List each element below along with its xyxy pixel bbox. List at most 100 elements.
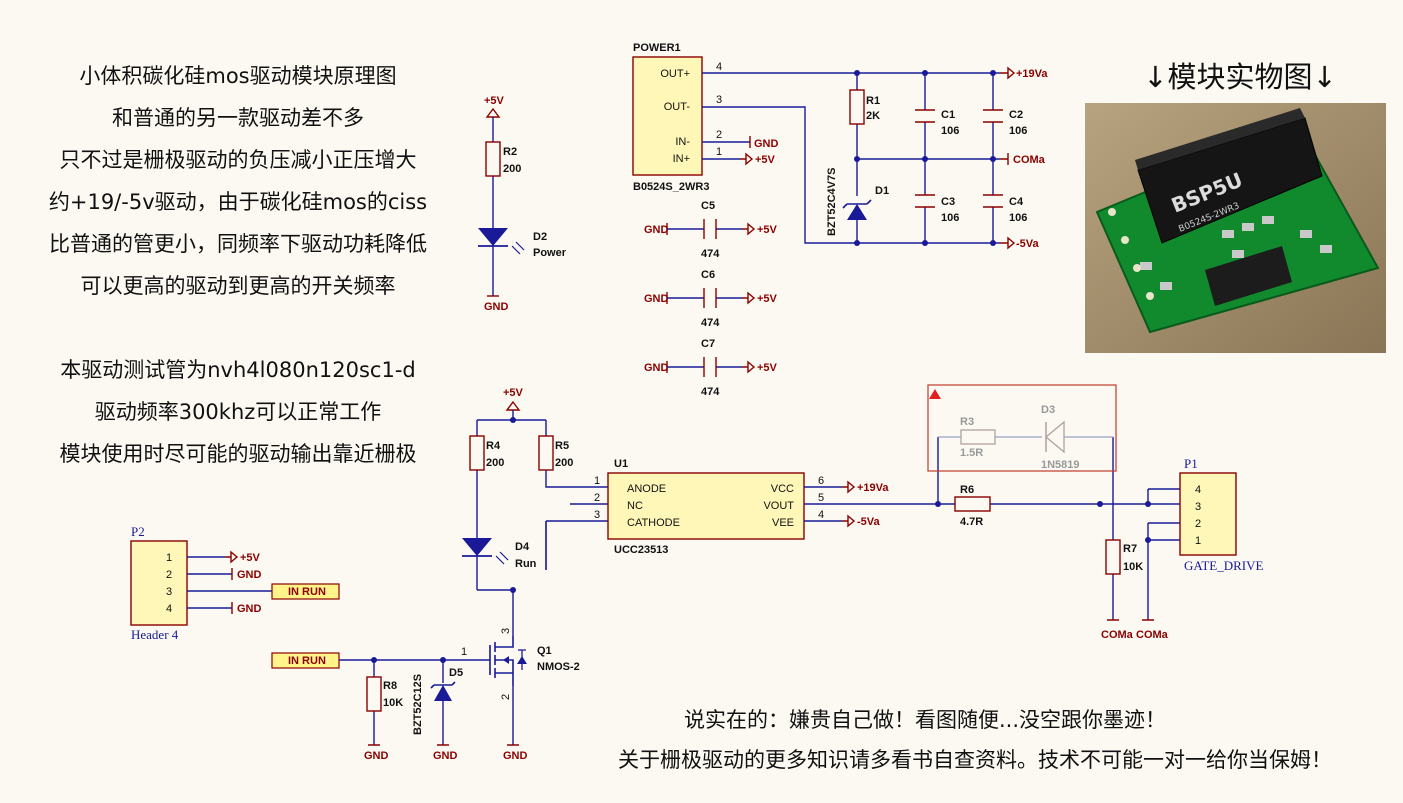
svg-text:C5: C5 — [701, 200, 715, 212]
r7-resistor: R7 10K COMa COMa — [1101, 488, 1180, 641]
svg-text:4: 4 — [1195, 484, 1201, 496]
svg-text:GND: GND — [484, 301, 509, 313]
svg-text:106: 106 — [941, 125, 959, 137]
p2-header4: P2 1 2 3 4 Header 4 +5V GND GND IN RUN — [130, 524, 340, 642]
note-line: 模块使用时尽可能的驱动输出靠近栅极 — [59, 442, 417, 466]
svg-text:3: 3 — [716, 94, 722, 106]
svg-text:1N5819: 1N5819 — [1041, 459, 1080, 471]
net-coma-top: COMa — [1000, 153, 1046, 166]
module-photo: BSP5U B0524S-2WR3 — [1085, 103, 1386, 353]
net-gnd-power1: GND — [749, 136, 779, 150]
svg-text:200: 200 — [503, 163, 521, 175]
note-line: 比普通的管更小，同频率下驱动功耗降低 — [49, 232, 427, 256]
svg-text:VOUT: VOUT — [763, 500, 794, 512]
svg-text:5: 5 — [818, 492, 824, 504]
svg-text:Run: Run — [515, 558, 537, 570]
d1-zener-diode: D1 BZT52C4V7S — [826, 168, 889, 236]
svg-text:10K: 10K — [383, 697, 403, 709]
svg-text:106: 106 — [1009, 125, 1027, 137]
q1-input-stage: IN RUN R8 10K D5 BZT52C12S 1 3 2 Q1 NMOS… — [271, 625, 580, 762]
svg-text:R7: R7 — [1123, 543, 1137, 555]
svg-text:OUT-: OUT- — [664, 101, 691, 113]
svg-text:2: 2 — [716, 129, 722, 141]
svg-text:4: 4 — [166, 603, 172, 615]
c4-capacitor: C4 106 — [983, 194, 1027, 224]
svg-text:2: 2 — [166, 569, 172, 581]
svg-text:B0524S_2WR3: B0524S_2WR3 — [633, 181, 709, 193]
svg-text:D3: D3 — [1041, 404, 1055, 416]
svg-text:ANODE: ANODE — [627, 483, 666, 495]
svg-text:R1: R1 — [866, 95, 880, 107]
svg-text:Q1: Q1 — [537, 645, 552, 657]
svg-text:200: 200 — [555, 457, 573, 469]
note-line: 只不过是栅极驱动的负压减小正压增大 — [59, 148, 417, 172]
svg-text:+5V: +5V — [484, 95, 505, 107]
svg-text:2: 2 — [500, 694, 512, 700]
note-line: 驱动频率300khz可以正常工作 — [94, 400, 382, 424]
svg-text:GND: GND — [364, 750, 389, 762]
c3-capacitor: C3 106 — [915, 194, 959, 224]
c7-capacitor: GND +5V C7 474 — [644, 338, 778, 398]
svg-text:4: 4 — [818, 509, 824, 521]
svg-text:3: 3 — [166, 586, 172, 598]
svg-text:474: 474 — [701, 317, 720, 329]
svg-text:4: 4 — [716, 61, 722, 73]
power-led-branch: +5V R2 200 D2 Power GND — [478, 95, 567, 313]
net-p5v-power1: +5V — [740, 152, 776, 166]
svg-text:R3: R3 — [960, 416, 974, 428]
svg-text:-5Va: -5Va — [1016, 238, 1040, 250]
svg-text:P1: P1 — [1184, 456, 1198, 471]
svg-text:6: 6 — [818, 475, 824, 487]
svg-text:3: 3 — [500, 628, 512, 634]
svg-text:R2: R2 — [503, 146, 517, 158]
svg-text:1.5R: 1.5R — [960, 447, 983, 459]
svg-text:IN RUN: IN RUN — [288, 586, 326, 598]
p1-gate-drive-header: P1 4 3 2 1 GATE_DRIVE — [1179, 456, 1263, 573]
svg-text:1: 1 — [594, 475, 600, 487]
svg-text:GND: GND — [644, 224, 669, 236]
svg-text:POWER1: POWER1 — [633, 42, 681, 54]
svg-text:R8: R8 — [383, 680, 397, 692]
svg-text:C4: C4 — [1009, 196, 1024, 208]
svg-text:R4: R4 — [486, 440, 501, 452]
svg-text:GND: GND — [433, 750, 458, 762]
svg-text:GND: GND — [237, 603, 262, 615]
input-led-branch: +5V R4 200 R5 200 D4 Run — [462, 387, 608, 625]
note-line: 和普通的另一款驱动差不多 — [112, 106, 364, 130]
r1-resistor: R1 2K — [849, 89, 880, 125]
svg-text:1: 1 — [716, 146, 722, 158]
svg-text:OUT+: OUT+ — [660, 68, 690, 80]
svg-text:474: 474 — [701, 386, 720, 398]
svg-text:C7: C7 — [701, 338, 715, 350]
svg-text:IN RUN: IN RUN — [288, 655, 326, 667]
svg-text:106: 106 — [1009, 212, 1027, 224]
svg-text:1: 1 — [461, 646, 467, 658]
svg-text:D4: D4 — [515, 541, 530, 553]
note-line: 小体积碳化硅mos驱动模块原理图 — [79, 64, 397, 88]
svg-text:2: 2 — [594, 492, 600, 504]
svg-text:GND: GND — [644, 362, 669, 374]
svg-text:1: 1 — [1195, 535, 1201, 547]
svg-text:-5Va: -5Va — [857, 516, 881, 528]
svg-text:C6: C6 — [701, 269, 715, 281]
note-line: 本驱动测试管为nvh4l080n120sc1-d — [60, 358, 416, 382]
svg-text:NMOS-2: NMOS-2 — [537, 661, 580, 673]
svg-text:+5V: +5V — [503, 387, 524, 399]
svg-text:NC: NC — [627, 500, 643, 512]
svg-text:IN-: IN- — [675, 136, 690, 148]
svg-text:3: 3 — [1195, 501, 1201, 513]
svg-text:BZT52C4V7S: BZT52C4V7S — [826, 168, 838, 236]
svg-text:2: 2 — [1195, 518, 1201, 530]
photo-title: ↓模块实物图↓ — [1143, 60, 1337, 94]
net-p19-u1: +19Va — [842, 480, 889, 494]
note-line: 约+19/-5v驱动，由于碳化硅mos的ciss — [48, 190, 428, 214]
note-line: 关于栅极驱动的更多知识请多看书自查资料。技术不可能一对一给你当保姆！ — [618, 748, 1332, 772]
svg-text:P2: P2 — [131, 524, 145, 539]
svg-text:200: 200 — [486, 457, 504, 469]
svg-text:+19Va: +19Va — [857, 482, 889, 494]
c2-capacitor: C2 106 — [983, 109, 1027, 137]
svg-text:GND: GND — [237, 569, 262, 581]
note-line: 说实在的：嫌贵自己做！看图随便...没空跟你墨迹！ — [683, 708, 1167, 732]
